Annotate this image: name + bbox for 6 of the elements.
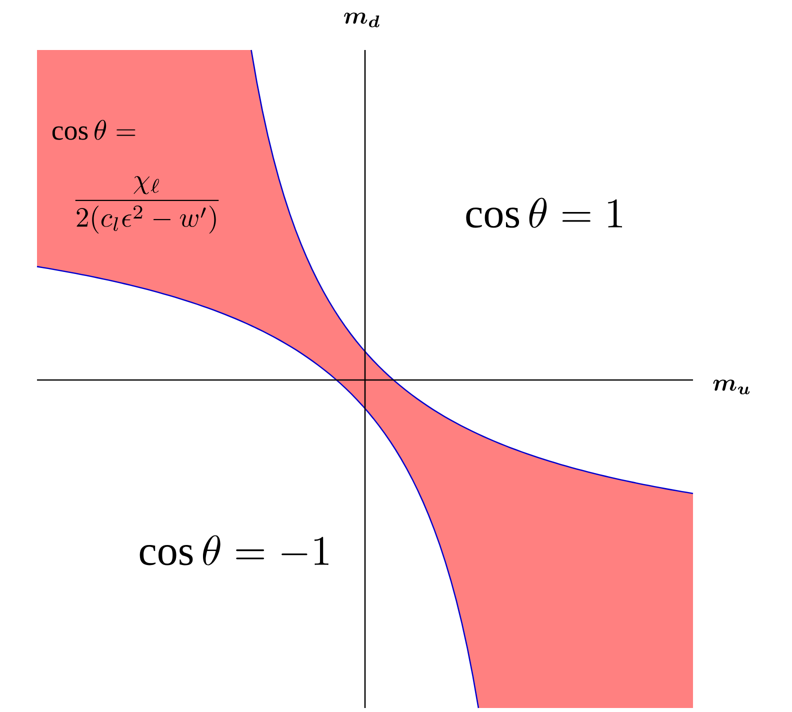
region-label: $\cos\theta = 1$ [466, 198, 622, 228]
region-label: $\frac{\chi_\ell}{2(c_l\epsilon^2 - w')}$ [75, 176, 219, 234]
axis-label: $\boldsymbol{m_u}$ [713, 380, 750, 394]
region-label: $\cos\theta = -1$ [140, 535, 328, 566]
axis-label: $\boldsymbol{m_d}$ [344, 12, 380, 28]
region-label: $\cos\theta =$ [52, 120, 136, 140]
